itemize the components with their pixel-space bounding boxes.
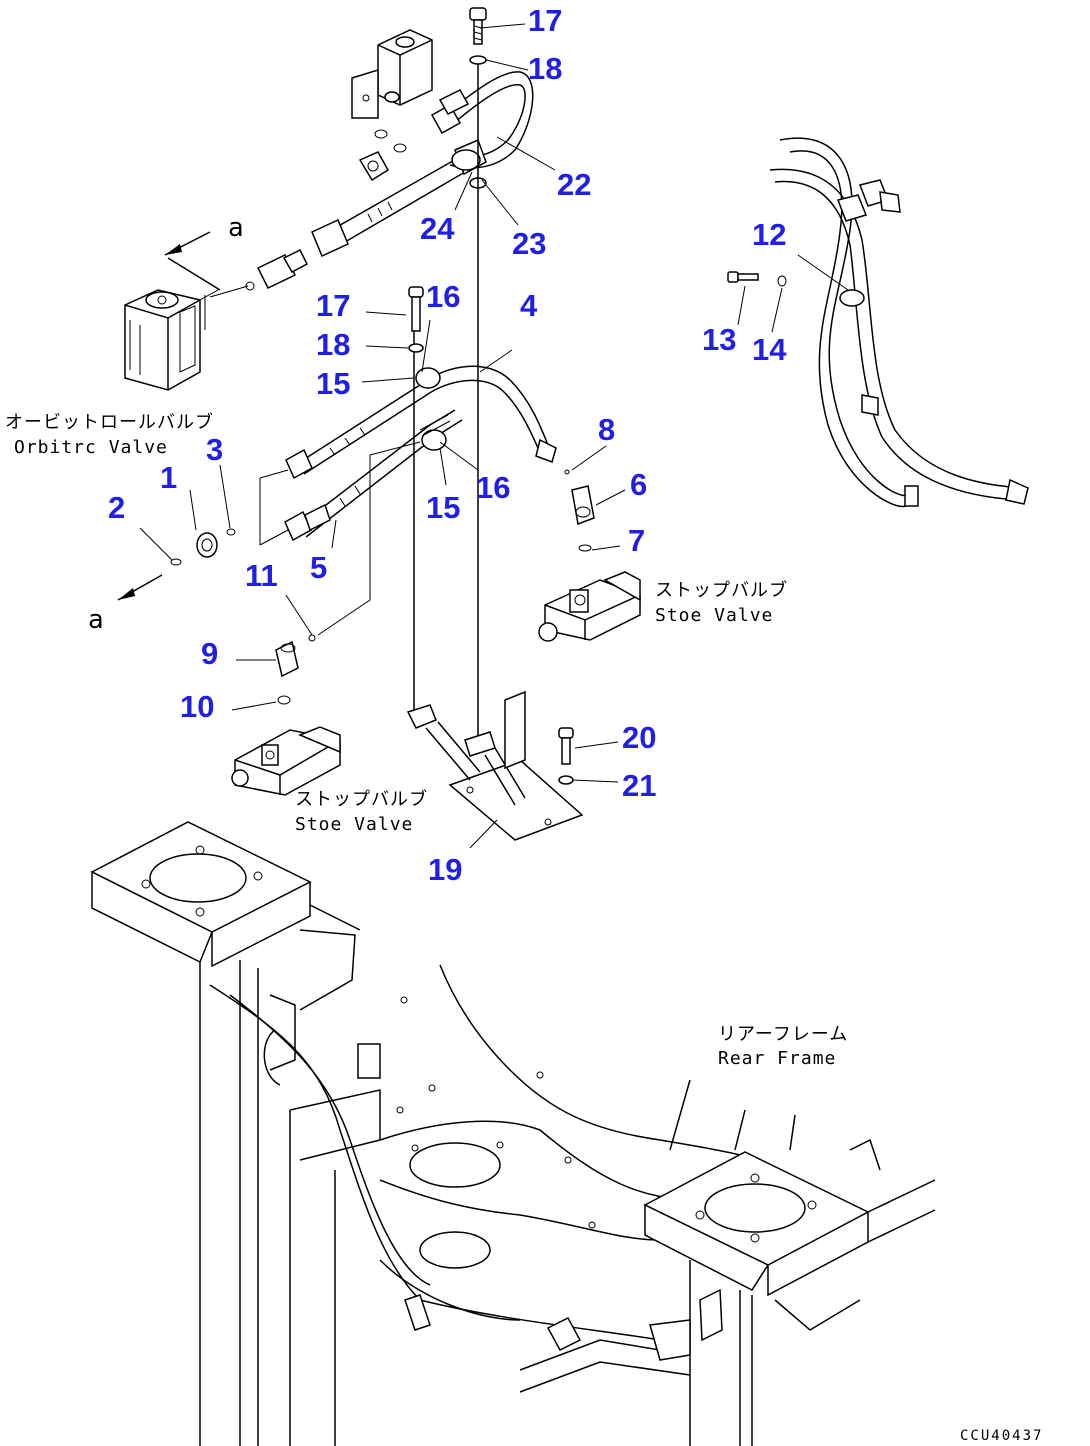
orbitrol-fittings — [209, 248, 308, 298]
callout-19: 19 — [428, 852, 462, 887]
leader-lines — [139, 23, 849, 849]
oring-8 — [564, 469, 570, 475]
callout-18-middle: 18 — [316, 327, 350, 362]
top-valve-block — [351, 29, 433, 119]
callout-6: 6 — [630, 467, 647, 502]
washer-14 — [777, 275, 787, 287]
text-labels: a a オービットロールバルブ Orbitrc Valve ストップバルブ St… — [5, 213, 1043, 1444]
callout-17-top: 17 — [528, 3, 562, 38]
callout-14: 14 — [752, 332, 787, 367]
callout-16-top: 16 — [426, 279, 460, 314]
fitting-1 — [196, 532, 218, 558]
callout-24: 24 — [420, 211, 455, 246]
callout-9: 9 — [201, 636, 218, 671]
oring-10 — [277, 695, 291, 705]
stop-valve-right-label-jp: ストップバルブ — [655, 579, 788, 601]
bolt-20 — [558, 727, 574, 765]
bolt-17-middle — [408, 286, 424, 353]
callout-18-top: 18 — [528, 51, 562, 86]
bolt-13 — [727, 271, 759, 283]
callout-2: 2 — [108, 490, 125, 525]
view-arrow-bottom — [117, 574, 163, 601]
fitting-6 — [571, 485, 595, 526]
view-a-top-label: a — [228, 213, 245, 243]
stay-rods — [413, 64, 479, 740]
callout-17-middle: 17 — [316, 288, 350, 323]
view-arrow-top — [164, 231, 221, 291]
stop-valve-left — [231, 726, 341, 796]
oring-3 — [226, 528, 236, 536]
callout-23: 23 — [512, 226, 546, 261]
orbitrol-label-en: Orbitrc Valve — [14, 437, 168, 458]
bracket-19 — [406, 690, 584, 841]
leader-bracket — [259, 441, 421, 636]
callout-15-bottom: 15 — [426, 490, 460, 525]
oring-2 — [170, 558, 182, 566]
callout-7: 7 — [628, 523, 645, 558]
callout-1: 1 — [160, 460, 177, 495]
right-hose-assembly — [769, 137, 1029, 508]
oring-11 — [308, 634, 316, 642]
callout-22: 22 — [557, 167, 591, 202]
stop-valve-left-label-en: Stoe Valve — [295, 814, 413, 835]
rear-frame — [90, 821, 936, 1446]
callout-20: 20 — [622, 720, 656, 755]
callout-5: 5 — [310, 550, 327, 585]
oring-7 — [578, 544, 592, 552]
callout-4: 4 — [520, 288, 538, 323]
orbitrol-valve — [124, 289, 219, 391]
callout-numbers: 17 18 22 24 23 17 16 4 18 15 8 3 1 16 6 … — [108, 3, 787, 887]
fitting-9 — [275, 640, 299, 678]
callout-13: 13 — [702, 322, 736, 357]
drawing-code: CCU40437 — [960, 1428, 1043, 1444]
hose-5 — [284, 409, 463, 542]
callout-10: 10 — [180, 689, 214, 724]
view-a-bottom-label: a — [88, 605, 105, 635]
orbitrol-label-jp: オービットロールバルブ — [5, 411, 214, 433]
stop-valve-right — [538, 571, 641, 642]
bolt-17-top — [469, 7, 487, 65]
stop-valve-left-label-jp: ストップバルブ — [295, 788, 428, 810]
washer-21 — [558, 775, 574, 785]
callout-21: 21 — [622, 768, 656, 803]
callout-3: 3 — [206, 432, 223, 467]
top-fittings — [358, 129, 407, 182]
rear-frame-label-jp: リアーフレーム — [718, 1024, 848, 1045]
callout-11: 11 — [245, 558, 278, 593]
callout-8: 8 — [598, 412, 615, 447]
rear-frame-label-en: Rear Frame — [718, 1048, 836, 1069]
callout-16-bottom: 16 — [476, 470, 510, 505]
callout-12: 12 — [752, 217, 786, 252]
clamps-15-16 — [415, 367, 451, 451]
callout-15-top: 15 — [316, 366, 350, 401]
stop-valve-right-label-en: Stoe Valve — [655, 605, 773, 626]
